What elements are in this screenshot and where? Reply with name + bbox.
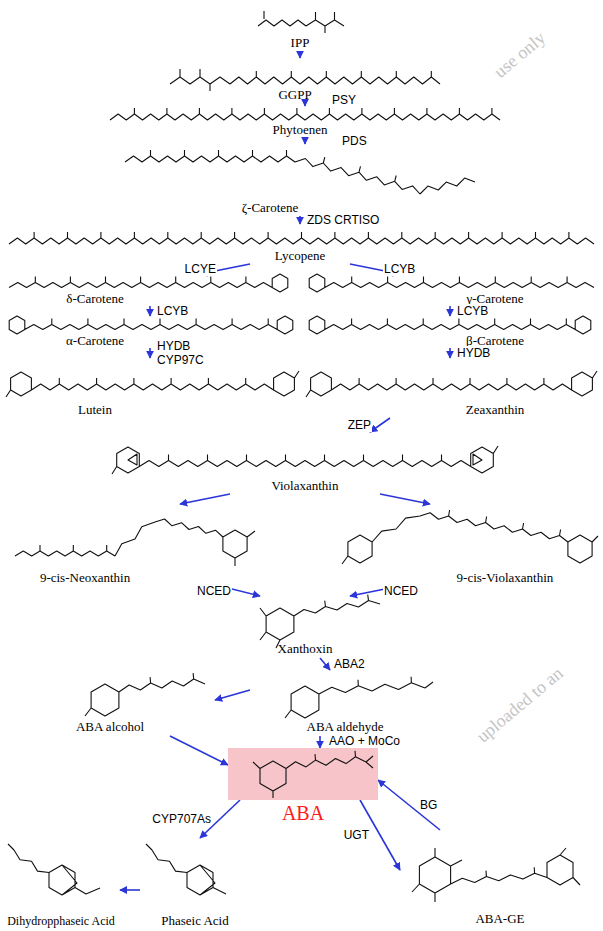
compound-name: Violaxanthin — [271, 479, 338, 493]
compound-name: ABA aldehyde — [307, 720, 384, 734]
enzyme-label: NCED — [383, 584, 419, 598]
compound-name: α-Carotene — [66, 334, 124, 348]
compound-node: ABA-GE — [400, 830, 600, 928]
watermark-text: uploaded to an — [473, 663, 568, 747]
compound-node: Xanthoxin — [220, 596, 390, 658]
enzyme-label: ABA2 — [333, 657, 366, 671]
compound-node: Phytoenen — [105, 106, 505, 138]
reaction-arrow — [180, 494, 230, 504]
compound-name: ABA alcohol — [76, 720, 144, 734]
compound-name: Dihydropphaseic Acid — [7, 914, 115, 928]
reaction-arrow — [378, 780, 440, 830]
compound-node: ABA — [228, 748, 378, 800]
reaction-arrow — [299, 52, 301, 58]
reaction-arrow — [320, 658, 330, 670]
reaction-arrow — [299, 216, 301, 224]
compound-node: ABA aldehyde — [250, 670, 440, 736]
enzyme-label: LCYB — [456, 304, 489, 318]
compound-node: ABA alcohol — [60, 670, 215, 736]
compound-name: 9-cis-Neoxanthin — [40, 571, 130, 585]
compound-node: ζ-Carotene — [120, 144, 480, 216]
enzyme-label: AAO + MoCo — [328, 734, 401, 748]
molecule-structure — [228, 748, 378, 800]
reaction-arrow — [120, 889, 140, 891]
compound-node: Zeaxanthin — [305, 358, 598, 418]
reaction-arrow — [170, 736, 228, 765]
reaction-arrow — [215, 690, 250, 700]
enzyme-label: PSY — [331, 93, 357, 107]
enzyme-label: CYP707As — [151, 812, 212, 826]
compound-name: GGPP — [278, 88, 311, 102]
compound-name: ABA — [282, 802, 324, 824]
compound-node: δ-Carotene — [5, 274, 300, 306]
reaction-arrow — [149, 348, 151, 358]
compound-node: Lutein — [5, 358, 300, 418]
enzyme-label: ZEP — [347, 418, 372, 432]
compound-name: Xanthoxin — [278, 642, 333, 656]
compound-name: 9-cis-Violaxanthin — [457, 571, 554, 585]
compound-name: Lutein — [78, 403, 112, 417]
compound-name: IPP — [291, 36, 310, 50]
compound-name: δ-Carotene — [66, 292, 123, 306]
reaction-arrow — [449, 306, 451, 316]
molecule-structure — [5, 358, 300, 418]
enzyme-label: ZDS CRTISO — [306, 213, 380, 227]
enzyme-label: LCYE — [184, 262, 217, 276]
compound-node: β-Carotene — [305, 316, 598, 348]
enzyme-label: HYDB — [456, 346, 491, 360]
compound-node: 9-cis-Neoxanthin — [5, 504, 275, 586]
molecule-structure — [305, 274, 598, 306]
reaction-arrow — [304, 102, 306, 106]
reaction-arrow — [149, 306, 151, 316]
compound-name: Phytoenen — [273, 123, 328, 137]
molecule-structure — [305, 316, 598, 348]
compound-node: Dihydropphaseic Acid — [2, 838, 120, 930]
molecule-structure — [305, 358, 598, 418]
reaction-arrow — [370, 418, 390, 432]
compound-node: IPP — [250, 2, 350, 52]
compound-node: Lycopene — [5, 224, 598, 264]
compound-name: ζ-Carotene — [242, 201, 299, 215]
compound-name: Phaseic Acid — [161, 914, 229, 928]
compound-node: 9-cis-Violaxanthin — [330, 504, 600, 586]
enzyme-label: NCED — [196, 584, 232, 598]
watermark-text: use only — [490, 28, 550, 83]
molecule-structure — [120, 144, 480, 216]
compound-node: α-Carotene — [5, 316, 300, 348]
compound-name: ABA-GE — [475, 912, 524, 926]
compound-node: Violaxanthin — [110, 432, 500, 494]
compound-name: Zeaxanthin — [466, 403, 524, 417]
compound-node: GGPP — [165, 58, 445, 102]
compound-node: γ-Carotene — [305, 274, 598, 306]
compound-node: Phaseic Acid — [140, 838, 250, 930]
molecule-structure — [5, 274, 300, 306]
reaction-arrow — [380, 494, 430, 504]
reaction-arrow — [304, 138, 306, 144]
enzyme-label: HYDB CYP97C — [156, 339, 208, 367]
enzyme-label: LCYB — [383, 262, 416, 276]
molecule-structure — [5, 316, 300, 348]
enzyme-label: BG — [419, 798, 438, 812]
reaction-arrow — [449, 348, 451, 358]
reaction-arrow — [319, 736, 321, 748]
compound-name: Lycopene — [275, 249, 326, 263]
enzyme-label: UGT — [343, 828, 370, 842]
enzyme-label: LCYB — [156, 304, 189, 318]
enzyme-label: PDS — [341, 134, 368, 148]
